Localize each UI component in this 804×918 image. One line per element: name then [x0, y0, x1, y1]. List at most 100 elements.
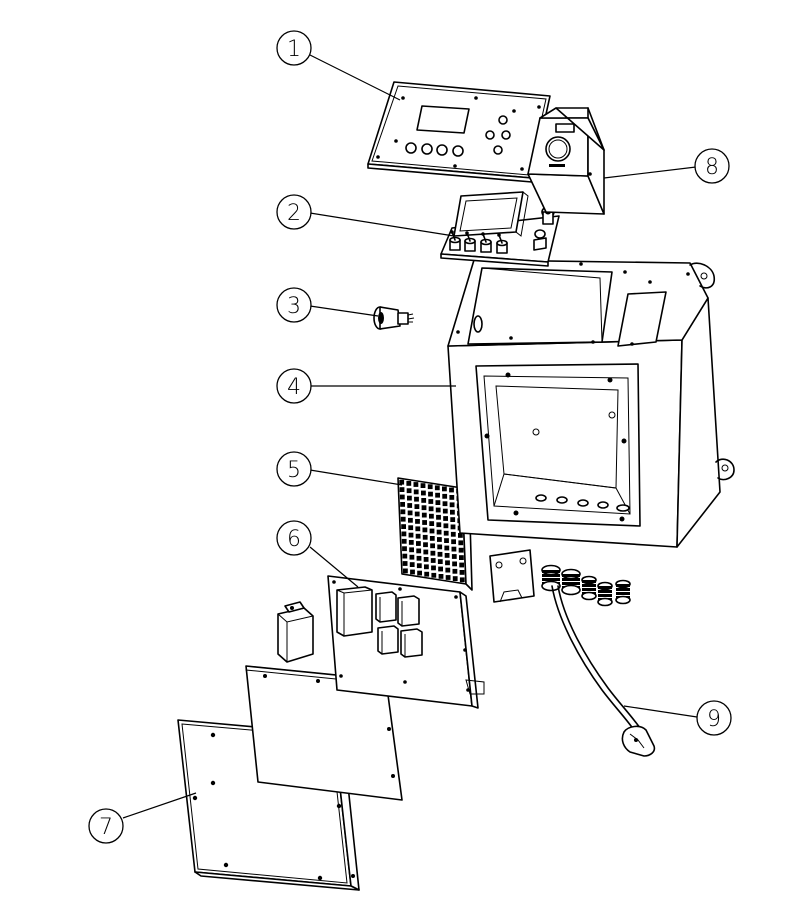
perforation-hole [458, 547, 464, 553]
perforation-hole [434, 485, 440, 491]
terminal-block-icon [489, 549, 535, 603]
cable-gland [597, 581, 613, 607]
perforation-hole [401, 524, 406, 529]
leader-7 [122, 792, 197, 819]
perforation-hole [431, 565, 436, 571]
perforation-hole [402, 553, 408, 559]
toggle-switch [480, 232, 492, 253]
perforation-hole [429, 536, 435, 541]
perforation-hole [401, 538, 407, 544]
svg-text:6: 6 [287, 527, 301, 552]
perforation-hole [423, 549, 429, 555]
perforation-hole [449, 495, 455, 500]
perforation-hole [443, 530, 449, 536]
perforation-hole [436, 514, 441, 520]
perforation-hole [459, 577, 465, 583]
perforation-hole [409, 547, 414, 553]
perforation-hole [429, 521, 435, 526]
perforation-hole [445, 575, 451, 580]
callout-2: 2 [276, 194, 312, 230]
perforation-hole [416, 563, 422, 569]
perforation-hole [406, 481, 412, 486]
perforation-hole [442, 493, 448, 499]
perforation-hole [409, 562, 415, 567]
perforation-hole [402, 546, 407, 552]
perforation-hole [415, 526, 421, 532]
perforation-hole [444, 545, 450, 551]
svg-text:3: 3 [287, 294, 301, 319]
perforation-hole [422, 527, 428, 533]
perforation-hole [408, 532, 414, 538]
toggle-switch [496, 233, 508, 254]
perforation-hole [450, 517, 456, 522]
svg-text:1: 1 [287, 37, 301, 62]
perforation-hole [451, 554, 457, 559]
leader-lines [122, 54, 698, 819]
perforation-hole [417, 570, 422, 576]
leader-8 [603, 166, 697, 179]
callout-9: 9 [696, 700, 732, 736]
perforation-hole [452, 576, 458, 581]
perforation-hole [444, 553, 450, 558]
cable-gland [615, 579, 631, 605]
svg-text:4: 4 [287, 375, 301, 400]
perforation-hole [399, 494, 405, 500]
perforation-hole [408, 525, 414, 531]
perforation-hole [435, 507, 441, 513]
perforation-hole [458, 533, 463, 538]
perforation-hole [420, 483, 426, 488]
perforation-hole [421, 490, 426, 496]
perforation-hole [438, 566, 443, 572]
cable-gland [541, 564, 561, 592]
front-panel-plate-icon [367, 81, 551, 183]
perforation-hole [451, 546, 457, 552]
perforation-hole [450, 524, 456, 530]
perforation-hole [443, 516, 448, 521]
perforation-hole [450, 509, 455, 515]
perforation-hole [436, 522, 442, 528]
perforation-hole [421, 498, 427, 503]
perforation-hole [437, 551, 443, 557]
perforation-hole [423, 557, 429, 562]
callout-5: 5 [276, 451, 312, 487]
perforation-hole [416, 548, 422, 554]
perforation-hole [431, 572, 437, 578]
perforation-hole [414, 504, 420, 509]
callout-1: 1 [276, 30, 312, 66]
callout-7: 7 [88, 808, 124, 844]
perforation-hole [422, 534, 428, 540]
perforation-hole [421, 512, 427, 518]
enclosure-box-icon [447, 258, 735, 548]
perforation-hole [437, 537, 442, 542]
perforation-hole [435, 500, 441, 505]
perforation-hole [407, 510, 413, 516]
leader-9 [623, 705, 698, 718]
perforation-hole [407, 503, 413, 508]
toggle-switch [464, 231, 476, 252]
perforation-hole [428, 499, 434, 504]
perforation-hole [414, 496, 419, 502]
perforation-hole [458, 540, 464, 546]
perforation-hole [423, 542, 428, 548]
perforation-hole [409, 554, 415, 560]
perforation-hole [406, 488, 412, 494]
perforation-hole [400, 502, 405, 507]
indicator-lamp-icon [373, 306, 415, 330]
perforation-hole [438, 574, 444, 579]
perforation-hole [445, 567, 451, 573]
leader-1 [309, 54, 401, 101]
svg-text:8: 8 [705, 155, 719, 180]
svg-text:7: 7 [99, 815, 113, 840]
perforation-hole [402, 561, 408, 566]
perforation-hole [437, 544, 443, 550]
leader-6 [309, 546, 359, 588]
perforation-hole [407, 495, 412, 501]
perforation-hole [424, 564, 429, 570]
callout-8: 8 [694, 148, 730, 184]
transformer-icon [277, 601, 314, 663]
perforation-hole [459, 570, 465, 575]
cable-gland [581, 575, 597, 601]
perforation-hole [422, 520, 427, 525]
leader-3 [309, 305, 379, 317]
